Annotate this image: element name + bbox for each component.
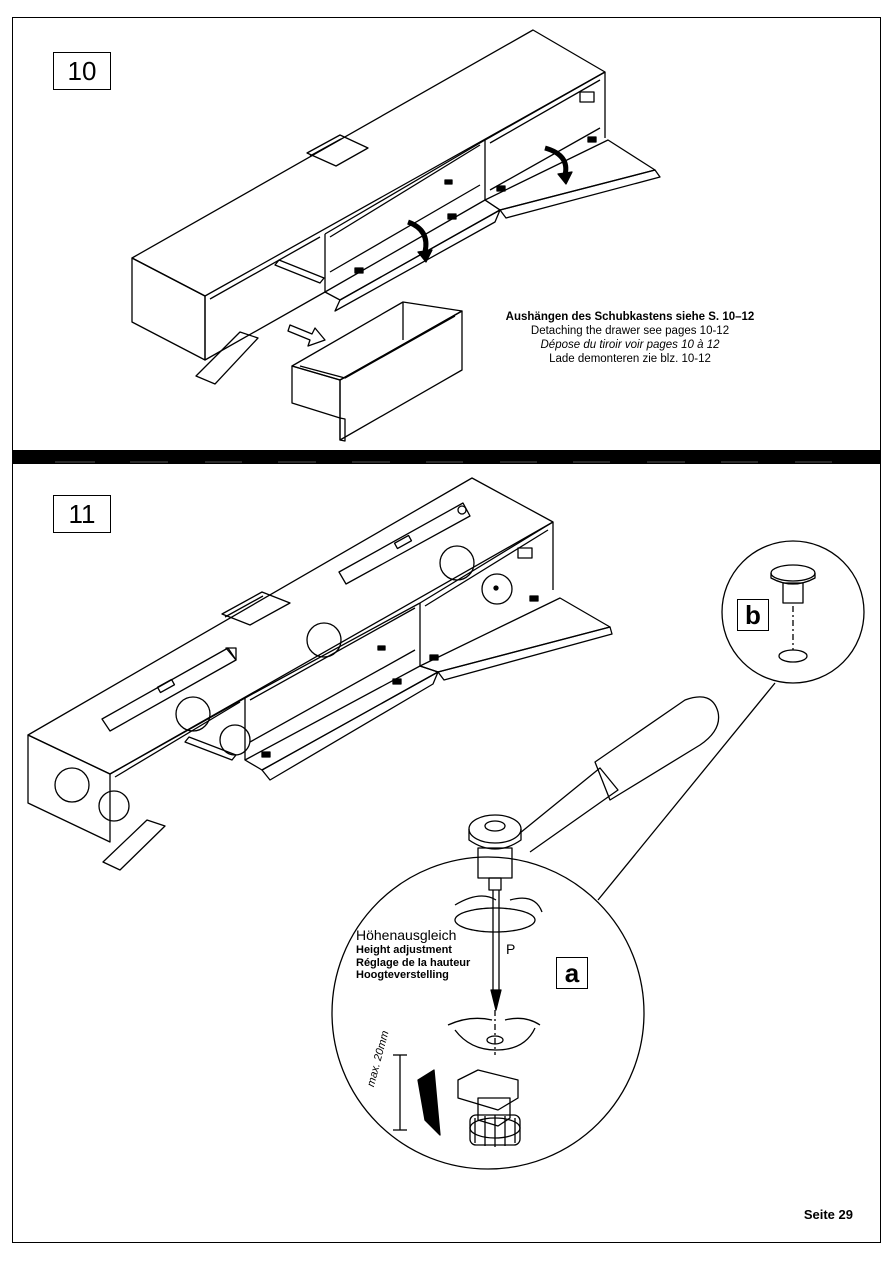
height-adjustment-fr: Réglage de la hauteur xyxy=(356,956,471,969)
step-11-number: 11 xyxy=(53,495,111,533)
height-adjustment-de: Höhenausgleich xyxy=(356,927,457,943)
step11-cabinet xyxy=(27,477,613,871)
caption-fr: Dépose du tiroir voir pages 10 à 12 xyxy=(540,339,720,351)
detail-a xyxy=(331,856,645,1170)
caption-nl: Lade demonteren zie blz. 10-12 xyxy=(549,353,711,365)
step-10-number: 10 xyxy=(53,52,111,90)
detail-b xyxy=(597,540,865,901)
height-adjustment-text: Höhenausgleich Height adjustment Réglage… xyxy=(356,927,470,982)
step10-cabinet xyxy=(131,29,661,385)
detail-b-label: b xyxy=(737,599,769,631)
height-adjustment-en: Height adjustment xyxy=(356,944,452,956)
caption-de: Aushängen des Schubkastens siehe S. 10–1… xyxy=(505,311,755,323)
step10-drawer xyxy=(291,301,463,442)
p-label: P xyxy=(506,941,516,957)
height-adjustment-nl: Hoogteverstelling xyxy=(356,969,449,981)
detail-a-label: a xyxy=(556,957,588,989)
page-frame xyxy=(12,17,881,1243)
caption-en: Detaching the drawer see pages 10-12 xyxy=(530,325,730,337)
section-divider xyxy=(12,450,881,464)
drawer-detach-caption: Aushängen des Schubkastens siehe S. 10–1… xyxy=(470,310,790,366)
page-number: Seite 29 xyxy=(803,1207,853,1222)
ratchet-wrench xyxy=(468,696,720,1011)
